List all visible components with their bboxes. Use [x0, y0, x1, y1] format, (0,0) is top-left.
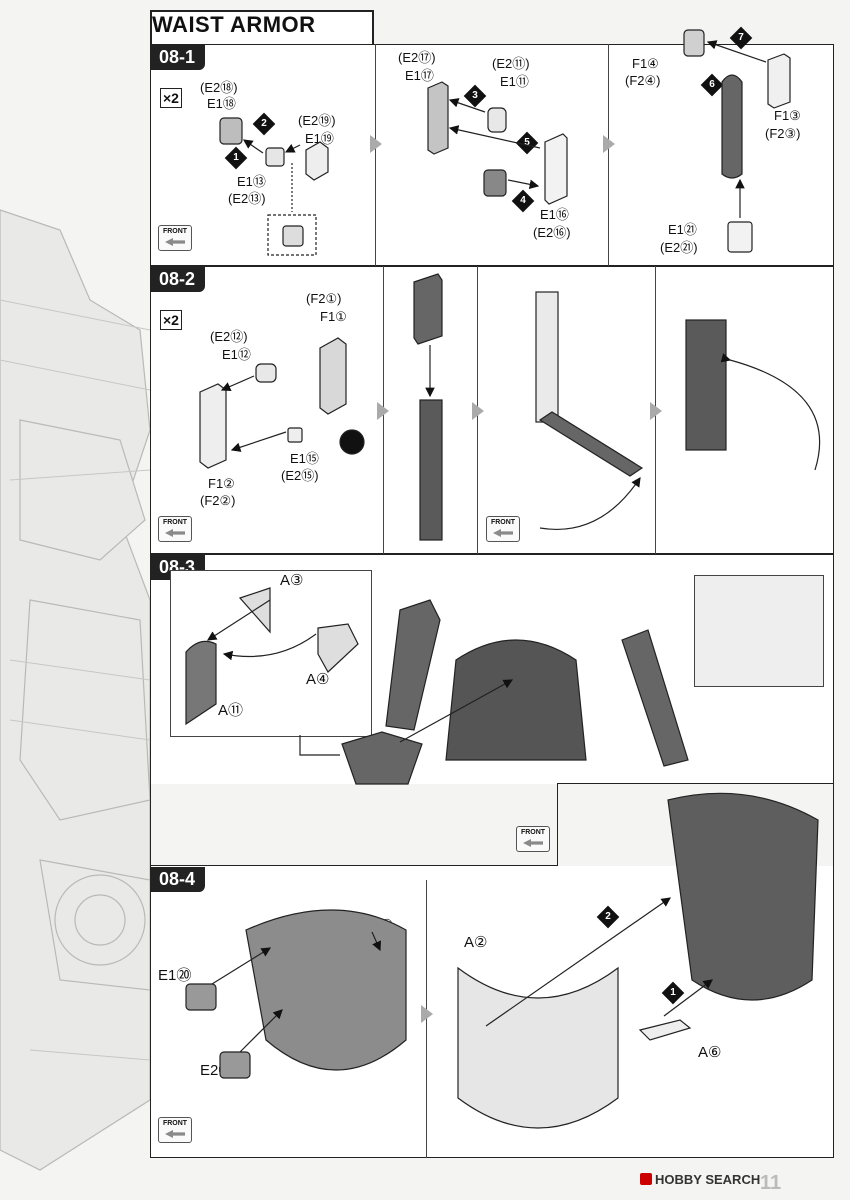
hobby-search-logo-icon	[640, 1173, 652, 1185]
part-shape	[265, 147, 285, 167]
part-shape	[685, 319, 727, 451]
part-shape	[683, 29, 705, 57]
part-shape	[219, 1051, 251, 1079]
part-shape	[445, 639, 587, 761]
part-shape	[317, 623, 359, 673]
part-label: E1⑳	[158, 967, 192, 984]
quantity-multiplier: ×2	[160, 310, 182, 330]
part-shape	[483, 169, 507, 197]
part-label: E1⑱	[207, 96, 236, 111]
panel-outline	[833, 783, 834, 866]
next-step-arrow	[377, 402, 389, 420]
part-label: E1⑲	[305, 131, 334, 146]
next-step-arrow	[472, 402, 484, 420]
part-shape	[245, 909, 407, 1071]
part-shape	[255, 363, 277, 383]
watermark: HOBBY SEARCH	[640, 1172, 760, 1187]
part-shape	[544, 133, 568, 205]
part-label: F1④	[632, 56, 659, 71]
part-label: (F2①)	[306, 291, 342, 306]
quantity-multiplier: ×2	[160, 88, 182, 108]
page-title: WAIST ARMOR	[152, 12, 316, 37]
panel-outline	[557, 783, 558, 866]
panel-outline	[150, 783, 559, 866]
part-shape	[535, 291, 559, 423]
part-label: (E2⑰)	[398, 50, 436, 65]
part-label: (E2⑫)	[210, 329, 248, 344]
part-shape	[185, 640, 217, 726]
part-label: (E2⑪)	[492, 56, 530, 71]
part-shape	[219, 117, 243, 145]
part-shape	[487, 107, 507, 133]
part-shape	[457, 966, 619, 1129]
front-indicator: FRONT	[516, 826, 550, 852]
part-shape	[538, 411, 644, 477]
front-indicator: FRONT	[158, 1117, 192, 1143]
part-label: (F2③)	[765, 126, 801, 141]
part-label: (E2⑮)	[281, 468, 319, 483]
part-shape	[185, 983, 217, 1011]
part-label: (E2⑱)	[200, 80, 238, 95]
front-indicator: FRONT	[158, 225, 192, 251]
part-shape	[413, 273, 443, 345]
part-shape	[319, 337, 347, 415]
next-step-arrow	[603, 135, 615, 153]
part-label: E1㉑	[668, 222, 697, 237]
part-shape	[727, 221, 753, 253]
inset-outline	[267, 214, 317, 256]
next-step-arrow	[650, 402, 662, 420]
step-badge-08-1: 08-1	[151, 45, 206, 70]
panel-divider	[375, 44, 376, 266]
part-label: A④	[306, 671, 330, 688]
part-label: A②	[464, 934, 488, 951]
front-indicator: FRONT	[158, 516, 192, 542]
part-label: (E2⑯)	[533, 225, 571, 240]
part-shape	[199, 383, 227, 469]
part-shape	[287, 427, 303, 443]
part-label: F1①	[320, 309, 347, 324]
title-tab	[150, 10, 374, 46]
part-shape	[721, 74, 743, 179]
part-label: E1⑪	[500, 74, 529, 89]
part-label: (E2⑲)	[298, 113, 336, 128]
part-shape	[341, 731, 423, 785]
part-shape	[427, 81, 449, 155]
part-label: A⑪	[218, 702, 244, 719]
panel-divider	[608, 44, 609, 266]
page-number: 11	[760, 1172, 782, 1194]
next-step-arrow	[370, 135, 382, 153]
part-shape	[385, 599, 441, 731]
part-shape	[767, 53, 791, 109]
part-shape	[419, 399, 443, 541]
part-label: E1⑰	[405, 68, 434, 83]
next-step-arrow	[421, 1005, 433, 1023]
part-shape	[667, 792, 819, 1001]
front-indicator: FRONT	[486, 516, 520, 542]
part-label: E1⑫	[222, 347, 251, 362]
part-shape	[305, 141, 329, 181]
part-shape	[621, 629, 689, 767]
panel-outline	[557, 783, 834, 784]
inset-box	[694, 575, 824, 687]
part-label: A③	[280, 572, 304, 589]
part-label: (F2②)	[200, 493, 236, 508]
step-badge-08-2: 08-2	[151, 267, 206, 292]
step-badge-08-4: 08-4	[151, 867, 206, 892]
part-label: E1⑬	[237, 174, 266, 189]
detail-callout	[339, 429, 365, 455]
part-shape	[638, 1019, 692, 1041]
part-shape	[282, 225, 304, 247]
panel-outline	[150, 865, 558, 866]
part-label: E1⑯	[540, 207, 569, 222]
part-label: F1③	[774, 108, 801, 123]
part-label: (E2⑬)	[228, 191, 266, 206]
part-label: F1②	[208, 476, 235, 491]
part-label: (F2④)	[625, 73, 661, 88]
part-label: A⑥	[698, 1044, 722, 1061]
part-label: E1⑮	[290, 451, 319, 466]
part-label: (E2㉑)	[660, 240, 698, 255]
